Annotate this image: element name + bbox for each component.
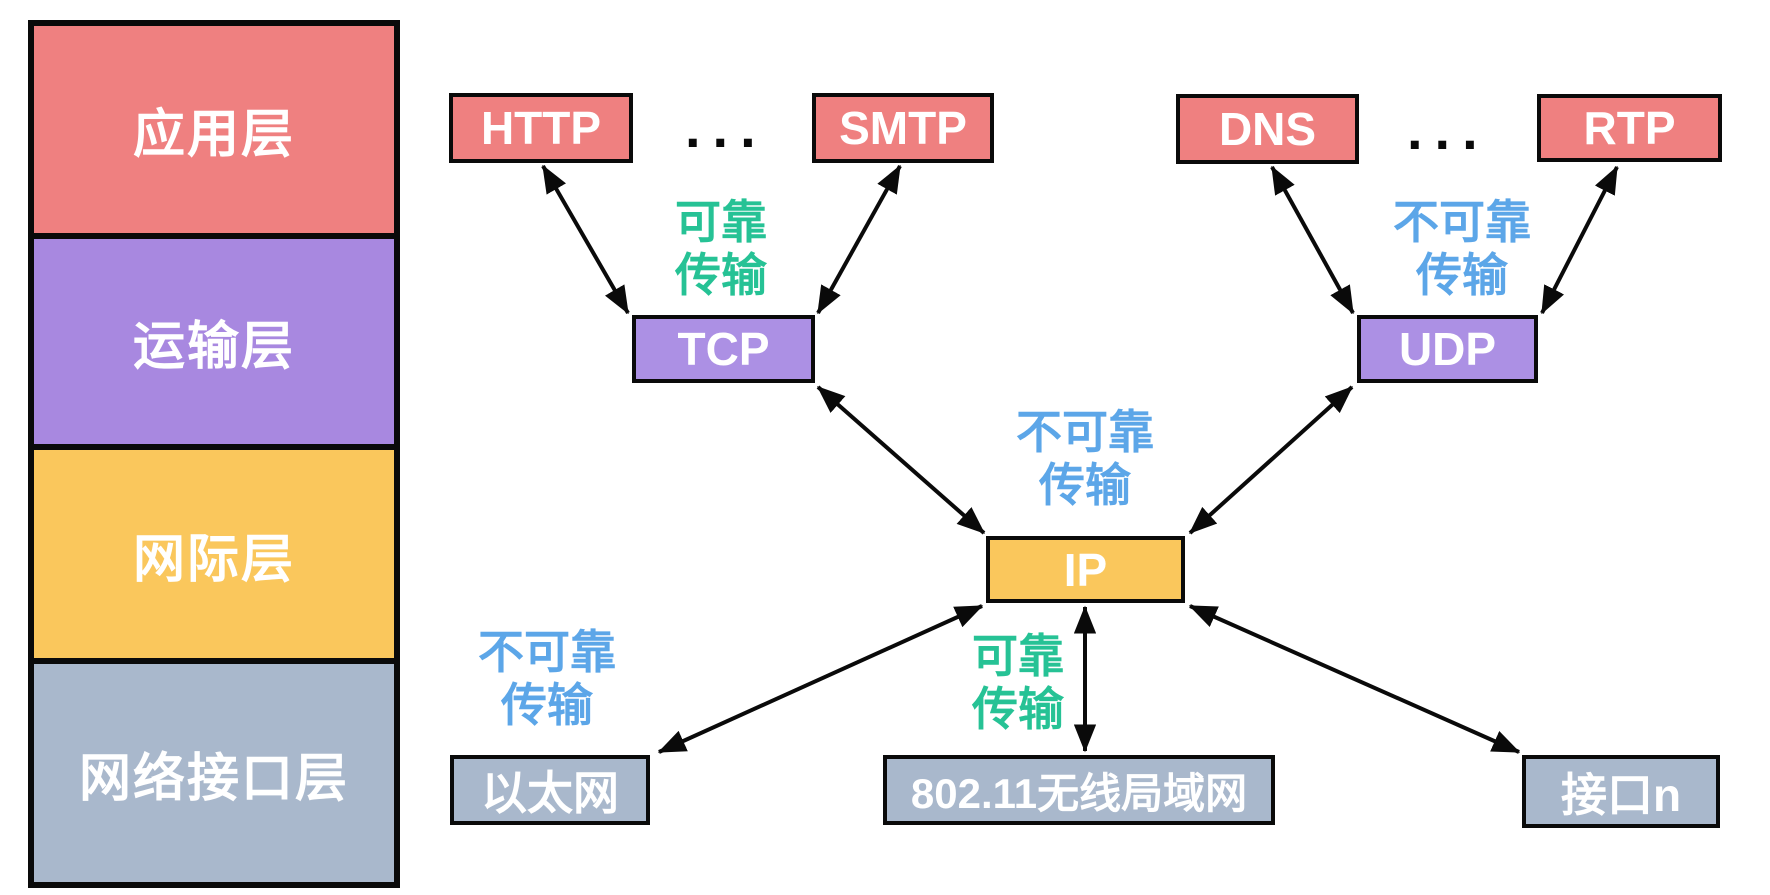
box-dns: DNS	[1176, 94, 1359, 164]
layer-transport: 运输层	[34, 233, 394, 445]
layer-transport-label: 运输层	[132, 318, 295, 377]
box-http: HTTP	[449, 93, 633, 163]
arrow-ip-interface-n	[1188, 604, 1521, 754]
layer-application: 应用层	[34, 26, 394, 234]
layer-network-interface-label: 网络接口层	[78, 749, 349, 808]
box-wlan-802-11: 802.11无线局域网	[883, 755, 1275, 825]
box-ethernet: 以太网	[450, 755, 650, 825]
box-udp: UDP	[1357, 315, 1538, 383]
box-ip: IP	[986, 536, 1185, 603]
box-smtp: SMTP	[812, 93, 994, 163]
layer-application-label: 应用层	[132, 106, 295, 165]
layer-stack: 应用层 运输层 网际层 网络接口层	[28, 20, 400, 888]
box-tcp: TCP	[632, 315, 815, 383]
ellipsis-right: ...	[1407, 98, 1490, 161]
annotation-reliable-tcp: 可靠 传输	[675, 196, 767, 301]
arrow-rtp-udp	[1540, 165, 1619, 315]
box-rtp: RTP	[1537, 94, 1722, 162]
annotation-unreliable-udp: 不可靠 传输	[1393, 196, 1531, 301]
arrow-tcp-ip	[816, 385, 986, 535]
layer-internet: 网际层	[34, 444, 394, 659]
arrow-udp-ip	[1188, 385, 1354, 535]
arrow-smtp-tcp	[816, 164, 902, 315]
annotation-reliable-wlan: 可靠 传输	[972, 630, 1064, 735]
layer-network-interface: 网络接口层	[34, 658, 394, 882]
arrow-http-tcp	[541, 164, 630, 315]
layer-internet-label: 网际层	[132, 530, 295, 589]
arrow-ip-ethernet	[657, 604, 984, 754]
arrow-dns-udp	[1270, 165, 1355, 315]
annotation-unreliable-ethernet: 不可靠 传输	[478, 626, 616, 731]
annotation-unreliable-ip: 不可靠 传输	[1016, 406, 1154, 511]
box-interface-n: 接口n	[1522, 755, 1720, 828]
ellipsis-left: ...	[685, 96, 768, 159]
